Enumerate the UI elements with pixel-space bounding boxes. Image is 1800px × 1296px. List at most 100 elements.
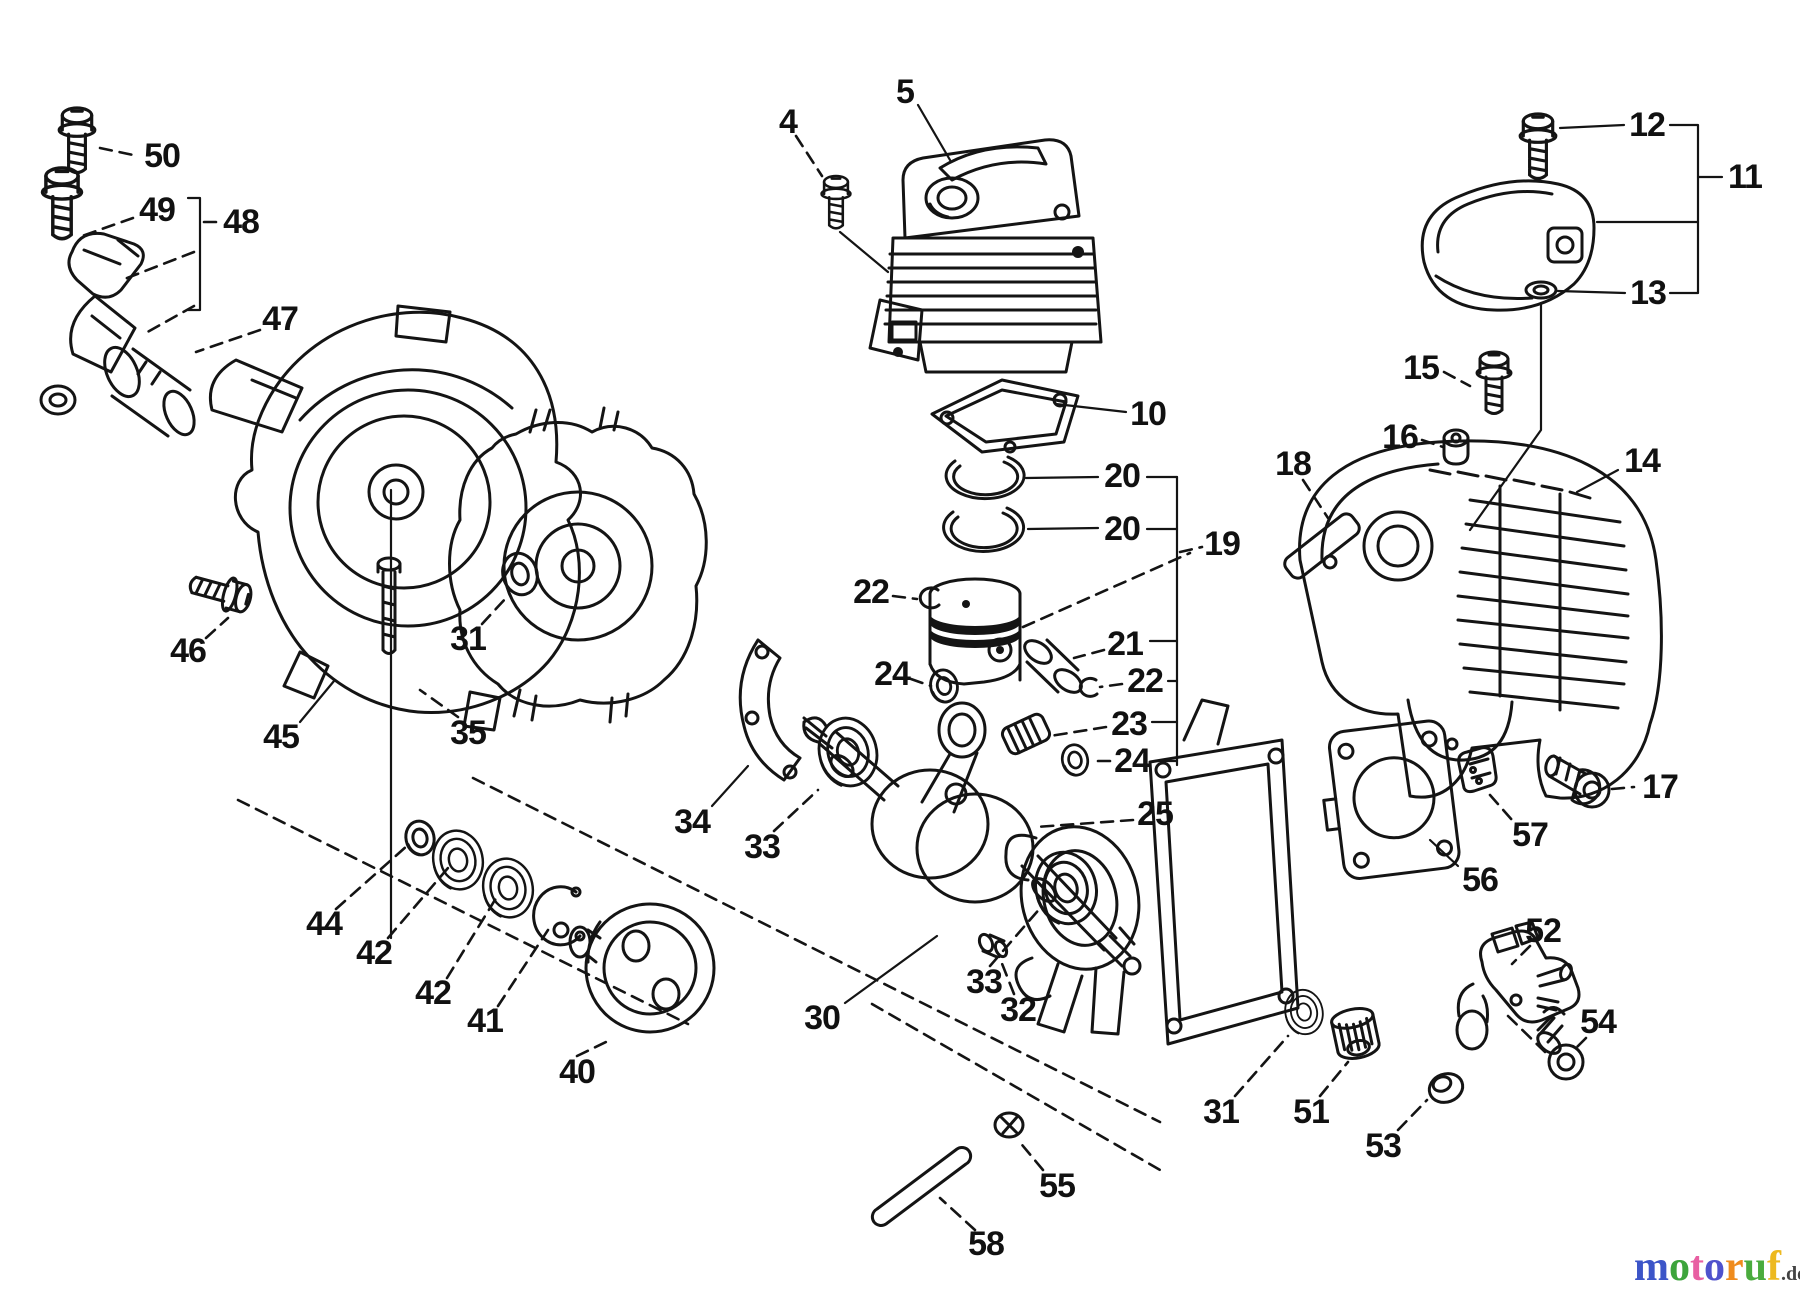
part-piston-ring-20a [944, 455, 1026, 501]
part-gear-51 [1330, 1007, 1381, 1060]
part-label-56: 56 [1462, 861, 1499, 899]
part-label-15: 15 [1403, 349, 1440, 387]
part-label-35: 35 [450, 714, 487, 752]
part-label-31b: 31 [1203, 1093, 1240, 1131]
part-label-13: 13 [1630, 274, 1667, 312]
logo-letter: r [1725, 1244, 1744, 1290]
part-wrist-pin-21 [1023, 638, 1083, 694]
part-crankcase-gasket-34 [738, 638, 802, 782]
part-label-25: 25 [1137, 795, 1174, 833]
part-label-50: 50 [144, 137, 181, 175]
part-label-4: 4 [779, 103, 798, 141]
logo-letter: o [1669, 1244, 1690, 1290]
part-needle-bearing-23 [1000, 712, 1052, 756]
part-label-42b: 42 [415, 974, 452, 1012]
part-label-33a: 33 [744, 828, 781, 866]
logo-letter: o [1704, 1244, 1725, 1290]
part-label-20a: 20 [1104, 457, 1141, 495]
part-piston-ring-20b [942, 506, 1026, 553]
part-clutch-drum-40 [552, 902, 716, 1034]
part-label-11: 11 [1728, 158, 1763, 196]
part-label-24b: 24 [1114, 742, 1151, 780]
part-label-22a: 22 [853, 573, 890, 611]
part-label-18: 18 [1275, 445, 1312, 483]
part-label-44: 44 [306, 905, 343, 943]
part-label-20b: 20 [1104, 510, 1141, 548]
part-clip-57 [1457, 746, 1498, 794]
part-label-14: 14 [1624, 442, 1661, 480]
part-label-10: 10 [1130, 395, 1167, 433]
part-crankcase-half-left [448, 406, 708, 724]
part-screw-35 [376, 556, 402, 655]
part-label-54: 54 [1580, 1003, 1617, 1041]
part-seal-pin-32 [977, 932, 1009, 959]
part-label-46: 46 [170, 632, 207, 670]
part-bearing-42b [476, 852, 540, 924]
part-label-48: 48 [223, 203, 260, 241]
part-label-31a: 31 [450, 620, 487, 658]
part-bolt-50 [57, 106, 97, 175]
part-intake-tube-47 [103, 345, 196, 438]
part-label-53: 53 [1365, 1127, 1402, 1165]
logo-motoruf: motoruf.de [1634, 1246, 1800, 1288]
logo-letter: m [1634, 1244, 1669, 1290]
part-label-24a: 24 [874, 655, 911, 693]
part-label-57: 57 [1512, 816, 1549, 854]
part-bolt-4 [820, 174, 852, 230]
part-cap-53 [1427, 1072, 1465, 1104]
part-label-52: 52 [1525, 912, 1562, 950]
part-label-5: 5 [896, 73, 915, 111]
part-label-34: 34 [674, 803, 711, 841]
part-label-19: 19 [1204, 525, 1241, 563]
logo-tld: .de [1781, 1263, 1800, 1285]
part-clamp-48 [39, 231, 145, 416]
part-engine-cover-14 [1298, 439, 1663, 800]
part-label-40: 40 [559, 1053, 596, 1091]
part-bearing-42a [426, 824, 490, 896]
part-label-21: 21 [1107, 625, 1144, 663]
part-label-32: 32 [1000, 991, 1037, 1029]
part-label-55: 55 [1039, 1167, 1076, 1205]
part-cylinder-5 [868, 138, 1103, 374]
part-bolt-54 [1536, 1006, 1585, 1081]
part-bearing-33 [810, 710, 886, 794]
part-air-cleaner-cover-11 [1420, 179, 1596, 312]
logo-letter: u [1743, 1244, 1768, 1290]
part-bolt-15 [1475, 350, 1513, 415]
part-bolt-49 [40, 166, 84, 241]
part-label-30: 30 [804, 999, 841, 1037]
part-washer-44 [401, 816, 439, 860]
part-label-17: 17 [1642, 768, 1679, 806]
part-label-42a: 42 [356, 934, 393, 972]
part-circlip-22b [1078, 676, 1099, 698]
part-label-23: 23 [1111, 705, 1148, 743]
part-label-51: 51 [1293, 1093, 1330, 1131]
logo-letter: f [1767, 1244, 1782, 1290]
part-bolt-46 [184, 566, 256, 618]
part-washer-13 [1524, 280, 1558, 300]
part-label-33b: 33 [966, 963, 1003, 1001]
logo-letter: t [1690, 1244, 1704, 1290]
part-nut-55 [993, 1111, 1025, 1139]
part-label-16: 16 [1382, 418, 1419, 456]
part-muffler-gasket-56 [1322, 719, 1461, 880]
part-bolt-16 [1442, 428, 1470, 466]
part-bolt-12 [1518, 112, 1558, 181]
part-label-45: 45 [263, 718, 300, 756]
part-cylinder-gasket-10 [930, 378, 1080, 454]
part-circlip-41 [532, 885, 586, 947]
part-label-41: 41 [467, 1002, 504, 1040]
part-label-58: 58 [968, 1225, 1005, 1263]
part-label-12: 12 [1629, 106, 1666, 144]
part-washer-24b [1058, 741, 1092, 779]
part-pump-52 [1455, 920, 1581, 1051]
part-washer-24a [926, 666, 962, 706]
part-piston [928, 577, 1022, 686]
part-label-22b: 22 [1127, 662, 1164, 700]
part-label-49: 49 [139, 191, 176, 229]
part-bolt-17 [1544, 754, 1611, 809]
part-fan-housing-45 [208, 304, 582, 732]
part-rod-58 [870, 1146, 973, 1227]
